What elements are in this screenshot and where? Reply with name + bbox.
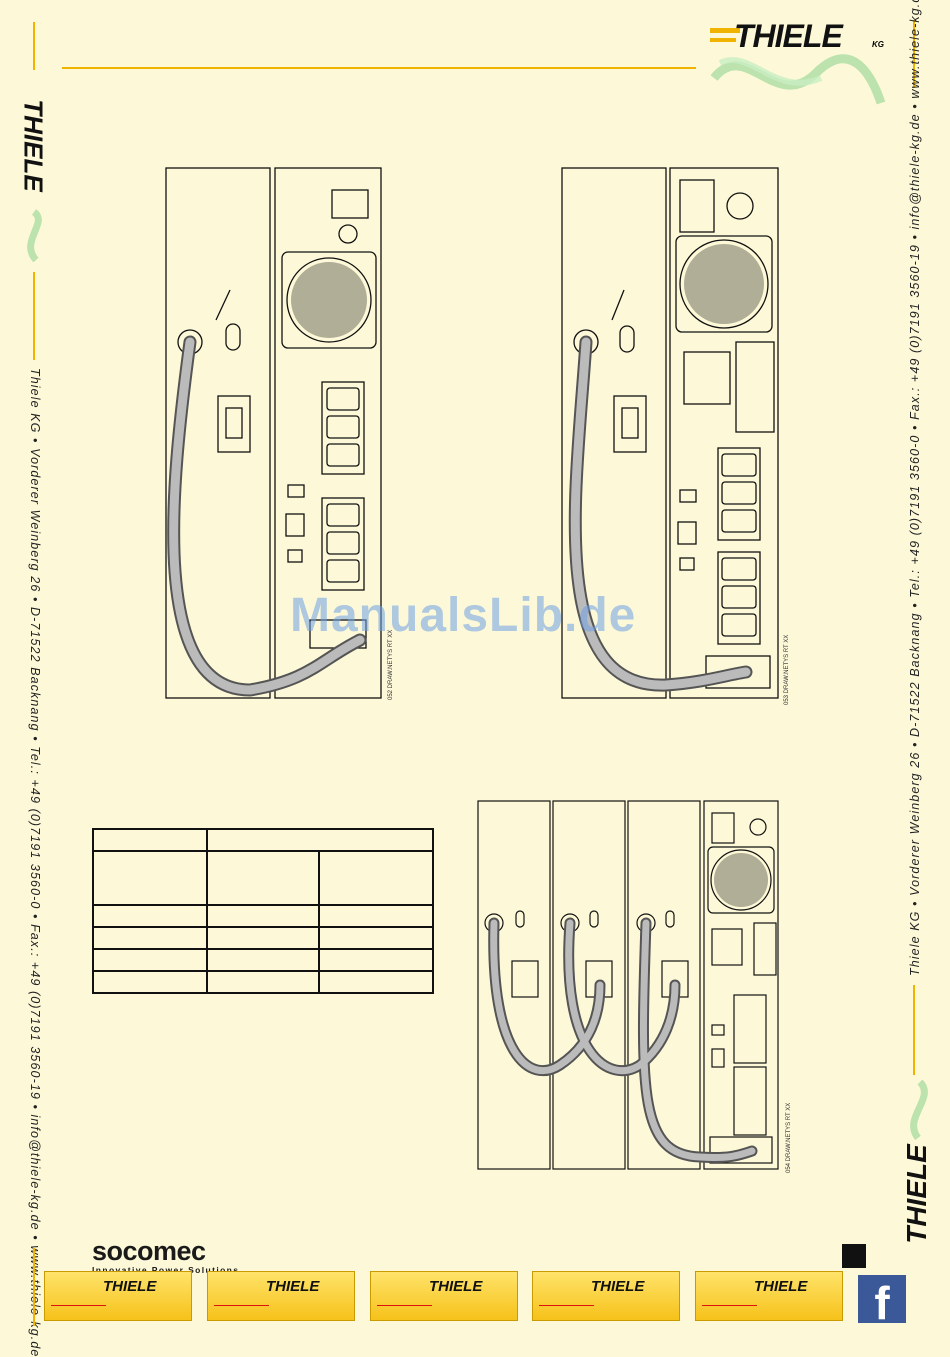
logo-swoosh-icon [710, 28, 886, 105]
header-rule [62, 67, 696, 69]
table-cell [206, 904, 320, 928]
left-logo-text: THIELE [18, 99, 49, 192]
fan-icon [707, 846, 775, 914]
network-port-icon [679, 489, 697, 503]
socomec-logo-tagline: Innovative Power Solutions [92, 1265, 240, 1275]
fan-icon [675, 235, 773, 333]
table-cell [92, 970, 208, 994]
table-row [92, 904, 434, 928]
facebook-icon[interactable]: f [858, 1275, 906, 1323]
table-cell [318, 948, 434, 972]
footer-tile[interactable]: THIELE [44, 1271, 192, 1321]
left-contact-text: Thiele KG • Vorderer Weinberg 26 • D-715… [28, 368, 42, 1357]
right-logo-text: THIELE [901, 1144, 932, 1244]
outlet-group-1-icon [321, 381, 365, 475]
table-cell [318, 850, 434, 906]
network-port-icon [711, 1024, 725, 1036]
table-cell [318, 926, 434, 950]
table-cell [318, 904, 434, 928]
network-port-icon [287, 484, 305, 498]
left-logo: THIELE [14, 72, 54, 263]
table-row [92, 948, 434, 972]
drawing-2-code: 053 DRAW.NETYS RT XX [784, 635, 790, 705]
socomec-logo: socomec Innovative Power Solutions [92, 1236, 240, 1276]
left-rule-bottom [33, 1248, 35, 1326]
breaker-icon [338, 224, 358, 244]
table-cell [206, 926, 320, 950]
footer-tile-logo: THIELE [429, 1278, 483, 1295]
left-rule-mid [33, 272, 35, 360]
right-logo-swoosh-icon [910, 1079, 928, 1141]
snmp-card-icon [753, 922, 777, 976]
footer-tile[interactable]: THIELE [532, 1271, 680, 1321]
input-socket-icon [679, 179, 715, 233]
table-cell [206, 850, 320, 906]
drawing-1-code: 052 DRAW.NETYS RT XX [388, 630, 394, 700]
breaker-icon [749, 818, 767, 836]
table-cell [92, 926, 208, 950]
usb-port-icon [287, 549, 303, 563]
footer-tile-logo: THIELE [591, 1278, 645, 1295]
drawing-ups-large-with-battery: 053 DRAW.NETYS RT XX [561, 167, 790, 705]
table-cell [206, 970, 320, 994]
drawing-ups-with-one-battery: 052 DRAW.NETYS RT XX [165, 167, 394, 700]
footer-tile[interactable]: THIELE [207, 1271, 355, 1321]
usb-port-icon [679, 557, 695, 571]
header-logo-kg: KG [872, 40, 884, 49]
snmp-card-icon [735, 341, 775, 433]
serial-port-icon [677, 521, 697, 545]
fan-icon [281, 251, 377, 349]
serial-port-icon [711, 1048, 725, 1068]
footer-tile[interactable]: THIELE [695, 1271, 843, 1321]
watermark-text: ManualsLib.de [290, 589, 637, 642]
table-row [92, 828, 434, 852]
table-cell [92, 948, 208, 972]
spec-table [92, 828, 434, 994]
battery-socket-icon [709, 1136, 773, 1164]
table-cell [206, 828, 434, 852]
table-cell [206, 948, 320, 972]
input-socket-icon [711, 812, 735, 844]
right-logo: THIELE [896, 1078, 940, 1268]
breaker-icon [726, 192, 754, 220]
right-rule-bottom [913, 985, 915, 1075]
table-row [92, 970, 434, 994]
table-row [92, 926, 434, 950]
input-socket-icon [331, 189, 369, 219]
left-logo-swoosh-icon [27, 209, 42, 263]
outlet-group-2-icon [321, 497, 365, 591]
outlet-group-2-icon [717, 551, 761, 645]
socomec-logo-name: socomec [92, 1236, 206, 1266]
drawing-3-code: 054 DRAW.NETYS RT XX [786, 1103, 792, 1173]
page-marker [842, 1244, 866, 1268]
outlet-group-1-icon [733, 994, 767, 1064]
right-rule-top [913, 20, 915, 88]
table-row [92, 850, 434, 906]
header-logo: THIELE KG [706, 18, 896, 113]
header-logo-text: THIELE [734, 18, 843, 54]
outlet-group-2-icon [733, 1066, 767, 1136]
battery-socket-icon [705, 655, 771, 689]
outlet-group-1-icon [717, 447, 761, 541]
serial-port-icon [285, 513, 305, 537]
left-rule-top [33, 22, 35, 70]
output-terminal-icon [711, 928, 743, 966]
footer-tile[interactable]: THIELE [370, 1271, 518, 1321]
battery-connector-icon [613, 395, 647, 453]
table-cell [92, 850, 208, 906]
battery-connector-1-icon [511, 960, 539, 998]
table-cell [318, 970, 434, 994]
drawing-ups-with-three-batteries: 054 DRAW.NETYS RT XX [477, 800, 792, 1173]
footer-tile-logo: THIELE [266, 1278, 320, 1295]
right-contact-text: Thiele KG • Vorderer Weinberg 26 • D-715… [908, 0, 922, 976]
table-cell [92, 828, 208, 852]
footer-tile-logo: THIELE [754, 1278, 808, 1295]
table-cell [92, 904, 208, 928]
output-terminal-icon [683, 351, 731, 405]
battery-connector-icon [217, 395, 251, 453]
footer-tile-logo: THIELE [103, 1278, 157, 1295]
